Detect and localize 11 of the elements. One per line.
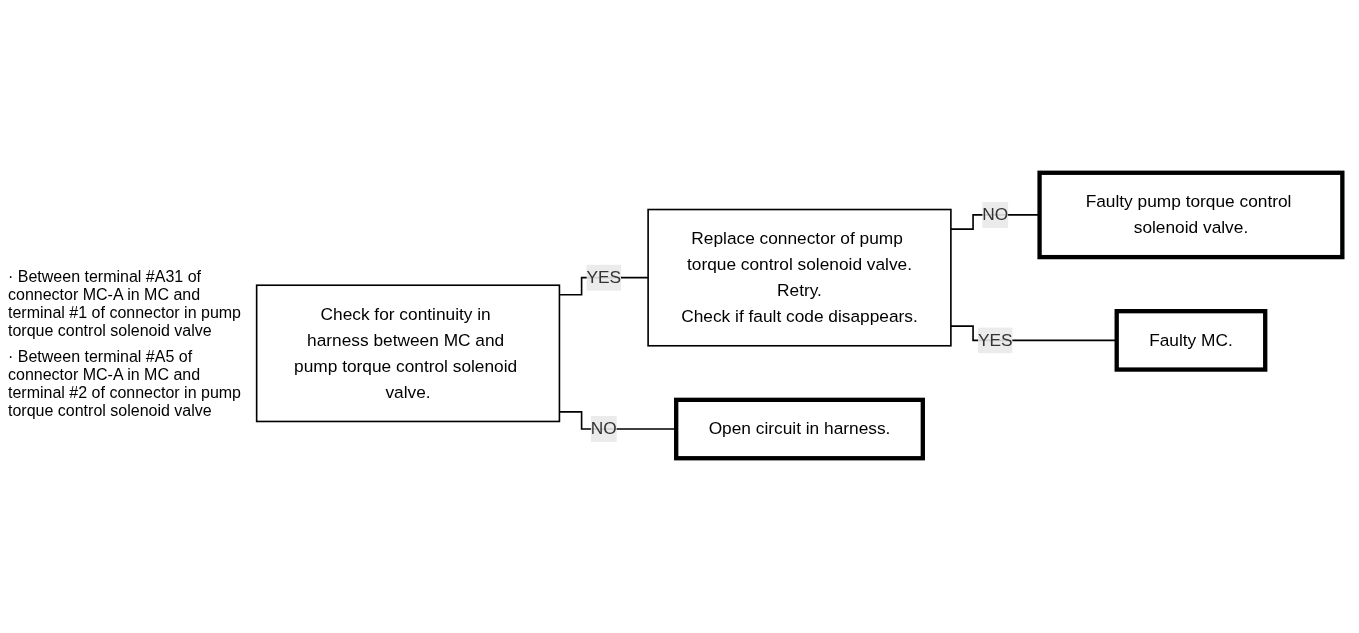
edge-label: YES (586, 267, 622, 287)
edge-label: NO (982, 205, 1009, 224)
node-box: Replace connector of pump torque control solenoid valve. Retry. Check if fault code disappears. (647, 208, 952, 347)
edge-label: YES (977, 330, 1013, 350)
note-text: · Between terminal #A31 of connector MC-A in MC and terminal #1 of connector in pump torque control solenoid valve (8, 268, 242, 340)
edge-label: NO (590, 419, 617, 438)
node-box: Faulty pump torque control solenoid valve. (1037, 170, 1345, 260)
node-box: Open circuit in harness. (674, 397, 925, 461)
note-text: · Between terminal #A5 of connector MC-A in MC and terminal #2 of connector in pump torque control solenoid valve (8, 348, 242, 420)
node-box: Faulty MC. (1114, 309, 1268, 372)
node-box: Check for continuity in harness between MC and pump torque control solenoid valve. (255, 284, 561, 423)
